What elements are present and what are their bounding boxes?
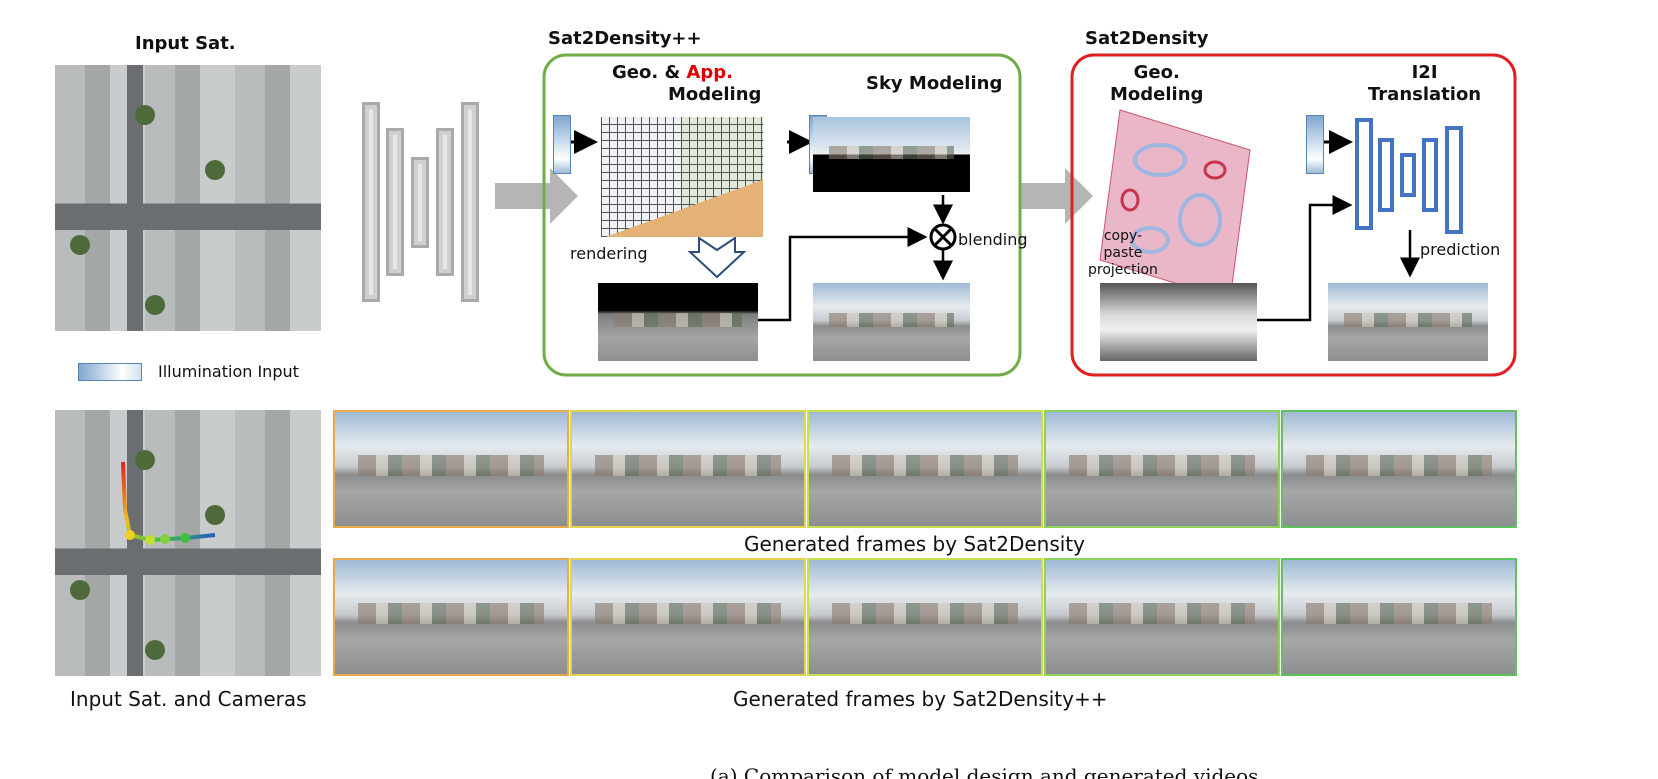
satellite-with-cameras [55, 410, 321, 676]
geo-app-modeling-label: Geo. & App. [612, 62, 733, 83]
generated-frame [570, 410, 806, 528]
blended-panorama [813, 283, 970, 361]
encoder-layer [461, 102, 479, 302]
generated-frame [570, 558, 806, 676]
modeling-label: Modeling [668, 84, 762, 105]
blending-label: blending [958, 230, 1028, 249]
generated-frame [1281, 410, 1517, 528]
rendering-label: rendering [570, 244, 648, 263]
camera-trajectory [121, 461, 216, 545]
sky-modeling-label: Sky Modeling [866, 73, 1003, 94]
decoder-layer [1445, 126, 1463, 234]
encoder-layer [362, 102, 380, 302]
decoder-layer [1378, 138, 1394, 212]
generated-frame [333, 558, 569, 676]
sky-image [813, 117, 970, 192]
encoder-layer [411, 157, 429, 248]
input-cameras-caption: Input Sat. and Cameras [70, 687, 307, 711]
generated-frame [333, 410, 569, 528]
predicted-panorama [1328, 283, 1488, 361]
rendering-arrow-icon [687, 236, 747, 279]
copy-paste-projection-label: copy- paste projection [1088, 228, 1158, 278]
generated-frame [1044, 410, 1280, 528]
decoder-layer [1355, 118, 1373, 230]
decoder-layer [1422, 138, 1438, 212]
illumination-input-icon [553, 115, 571, 174]
satellite-image [55, 65, 321, 331]
illumination-input-icon [1306, 115, 1324, 174]
app-text: App. [686, 62, 733, 83]
illumination-legend-icon [78, 363, 142, 381]
generated-frame [807, 410, 1043, 528]
generated-frame [807, 558, 1043, 676]
volume-rendering-illustration [601, 117, 763, 237]
sat2densitypp-title: Sat2Density++ [548, 28, 702, 49]
figure-caption: (a) Comparison of model design and gener… [710, 764, 1259, 779]
sat2densitypp-box [542, 53, 1022, 377]
prediction-label: prediction [1420, 240, 1501, 259]
big-arrow-icon [1020, 168, 1093, 224]
i2i-translation-label: I2I Translation [1368, 62, 1482, 105]
row2-caption: Generated frames by Sat2Density++ [733, 687, 1108, 711]
big-arrow-icon [495, 168, 578, 224]
row1-caption: Generated frames by Sat2Density [744, 532, 1085, 556]
legend-label: Illumination Input [158, 362, 299, 381]
rendered-panorama [598, 283, 758, 361]
encoder-layer [386, 128, 404, 276]
decoder-layer [1400, 153, 1416, 197]
generated-frame [1281, 558, 1517, 676]
sat2density-box [1070, 53, 1517, 377]
projected-panorama [1100, 283, 1257, 361]
encoder-layer [436, 128, 454, 276]
sat2density-title: Sat2Density [1085, 28, 1209, 49]
generated-frame [1044, 558, 1280, 676]
geo-modeling-label: Geo. Modeling [1110, 62, 1204, 105]
input-sat-title: Input Sat. [135, 33, 236, 54]
geo-text: Geo. & [612, 62, 687, 83]
